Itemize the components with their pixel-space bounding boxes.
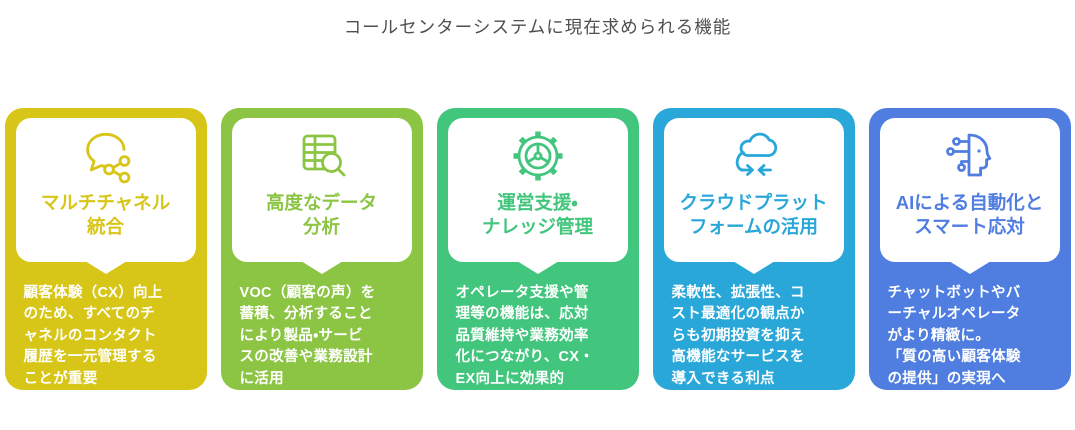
bubble-tail	[300, 260, 343, 274]
bubble-tail	[516, 260, 559, 274]
ai-head-icon	[938, 124, 1002, 188]
card-description: VOC（顧客の声）を 蓄積、分析すること により製品・サービ スの改善や業務設計…	[239, 284, 376, 387]
page-title: コールセンターシステムに現在求められる機能	[343, 17, 732, 37]
feature-card-data-analysis: 高度なデータ 分析 VOC（顧客の声）を 蓄積、分析すること により製品・サービ…	[220, 108, 423, 390]
bubble-tail	[84, 260, 127, 274]
card-title: AIによる自動化と スマート応対	[895, 192, 1044, 237]
gear-icon	[506, 124, 570, 188]
feature-card-operation-support: 運営支援・ ナレッジ管理 オペレータ支援や管 理等の機能は、応対 品質維持や業務…	[436, 108, 639, 390]
card-title: マルチチャネル 統合	[40, 192, 171, 237]
card-description: オペレータ支援や管 理等の機能は、応対 品質維持や業務効率 化につながり、CX・…	[455, 284, 595, 387]
card-title: クラウドプラット フォームの活用	[679, 192, 828, 237]
feature-card-multichannel: マルチチャネル 統合 顧客体験（CX）向上 のため、すべてのチ ャネルのコンタク…	[4, 108, 207, 390]
feature-card-cloud-platform: クラウドプラット フォームの活用 柔軟性、拡張性、コ スト最適化の観点か らも初…	[652, 108, 855, 390]
card-bubble: AIによる自動化と スマート応対	[879, 118, 1060, 262]
card-bubble: マルチチャネル 統合	[15, 118, 196, 262]
card-bubble: 高度なデータ 分析	[231, 118, 412, 262]
feature-card-ai-automation: AIによる自動化と スマート応対 チャットボットやバ ーチャルオペレータ がより…	[868, 108, 1071, 390]
bubble-tail	[948, 260, 991, 274]
card-description: チャットボットやバ ーチャルオペレータ がより精緻に。 「質の高い顧客体験 の提…	[887, 284, 1021, 387]
speech-bubble-share-icon	[74, 124, 138, 188]
card-title: 高度なデータ 分析	[265, 192, 377, 237]
feature-cards-row: マルチチャネル 統合 顧客体験（CX）向上 のため、すべてのチ ャネルのコンタク…	[0, 108, 1075, 390]
card-title: 運営支援・ ナレッジ管理	[481, 192, 593, 237]
table-magnifier-icon	[290, 124, 354, 188]
cloud-sync-icon	[722, 124, 786, 188]
card-description: 柔軟性、拡張性、コ スト最適化の観点か らも初期投資を抑え 高機能なサービスを …	[671, 284, 805, 387]
card-bubble: クラウドプラット フォームの活用	[663, 118, 844, 262]
card-bubble: 運営支援・ ナレッジ管理	[447, 118, 628, 262]
bubble-tail	[732, 260, 775, 274]
card-description: 顧客体験（CX）向上 のため、すべてのチ ャネルのコンタクト 履歴を一元管理する…	[23, 284, 163, 387]
